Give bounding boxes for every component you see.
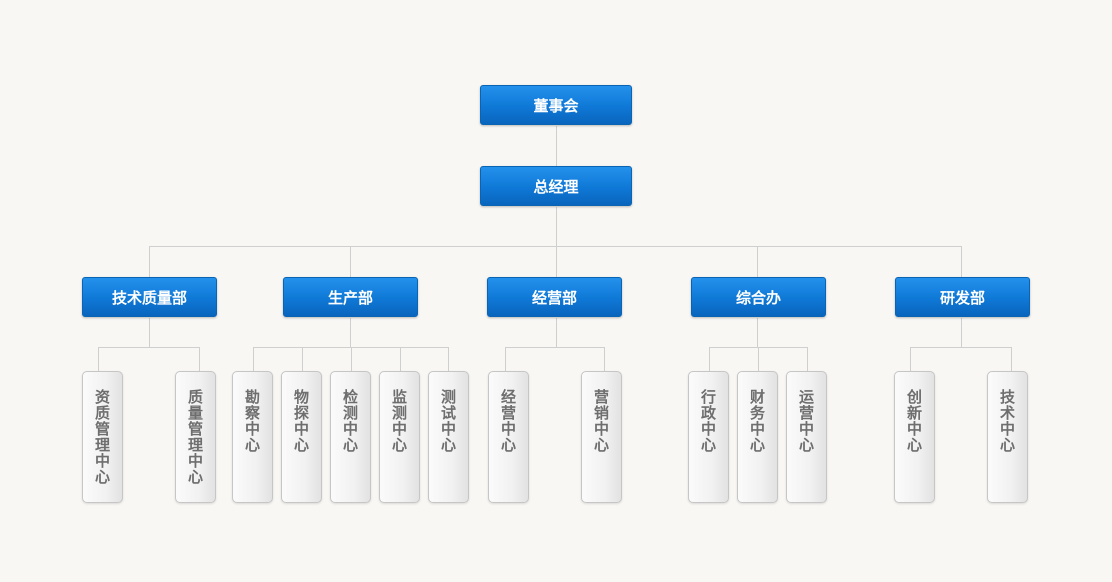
- connector-board-gm: [556, 126, 557, 166]
- department-node: 生产部: [283, 277, 418, 317]
- center-node: 质量管理中心: [175, 371, 216, 503]
- center-node: 技术中心: [987, 371, 1028, 503]
- connector-dept-4: [757, 246, 758, 278]
- department-node: 经营部: [487, 277, 622, 317]
- center-bus-5: [910, 347, 1012, 348]
- center-label: 创新中心: [906, 388, 922, 454]
- connector-center: [758, 347, 759, 372]
- department-node: 综合办: [691, 277, 826, 317]
- connector-gm-bus: [556, 207, 557, 246]
- connector-dept-2: [350, 246, 351, 278]
- connector-dept-1: [149, 246, 150, 278]
- center-label: 检测中心: [342, 388, 358, 454]
- center-label: 勘察中心: [244, 388, 260, 454]
- center-label: 运营中心: [798, 388, 814, 454]
- connector-dept-3: [556, 246, 557, 278]
- center-label: 资质管理中心: [94, 388, 110, 486]
- center-node: 检测中心: [330, 371, 371, 503]
- connector-center: [199, 347, 200, 372]
- center-label: 财务中心: [749, 388, 765, 454]
- connector-dept-3-down: [556, 318, 557, 347]
- connector-dept-5: [961, 246, 962, 278]
- connector-center: [448, 347, 449, 372]
- connector-center: [910, 347, 911, 372]
- center-label: 物探中心: [293, 388, 309, 454]
- center-node: 营销中心: [581, 371, 622, 503]
- general-manager-node: 总经理: [480, 166, 632, 206]
- center-node: 经营中心: [488, 371, 529, 503]
- connector-dept-2-down: [350, 318, 351, 347]
- center-node: 监测中心: [379, 371, 420, 503]
- connector-center: [351, 347, 352, 372]
- center-label: 技术中心: [999, 388, 1015, 454]
- center-bus-1: [98, 347, 200, 348]
- connector-center: [505, 347, 506, 372]
- connector-dept-5-down: [961, 318, 962, 347]
- center-node: 运营中心: [786, 371, 827, 503]
- connector-dept-4-down: [757, 318, 758, 347]
- department-node: 技术质量部: [82, 277, 217, 317]
- center-label: 质量管理中心: [187, 388, 203, 486]
- center-label: 经营中心: [500, 388, 516, 454]
- connector-center: [253, 347, 254, 372]
- connector-center: [709, 347, 710, 372]
- connector-center: [400, 347, 401, 372]
- center-node: 勘察中心: [232, 371, 273, 503]
- center-node: 测试中心: [428, 371, 469, 503]
- center-label: 营销中心: [593, 388, 609, 454]
- connector-center: [604, 347, 605, 372]
- center-node: 财务中心: [737, 371, 778, 503]
- department-bus: [149, 246, 962, 247]
- center-label: 行政中心: [700, 388, 716, 454]
- connector-center: [98, 347, 99, 372]
- connector-center: [302, 347, 303, 372]
- connector-center: [807, 347, 808, 372]
- center-bus-3: [505, 347, 605, 348]
- connector-dept-1-down: [149, 318, 150, 347]
- center-label: 监测中心: [391, 388, 407, 454]
- center-node: 资质管理中心: [82, 371, 123, 503]
- center-node: 创新中心: [894, 371, 935, 503]
- connector-center: [1011, 347, 1012, 372]
- department-node: 研发部: [895, 277, 1030, 317]
- center-node: 行政中心: [688, 371, 729, 503]
- center-label: 测试中心: [440, 388, 456, 454]
- center-node: 物探中心: [281, 371, 322, 503]
- board-node: 董事会: [480, 85, 632, 125]
